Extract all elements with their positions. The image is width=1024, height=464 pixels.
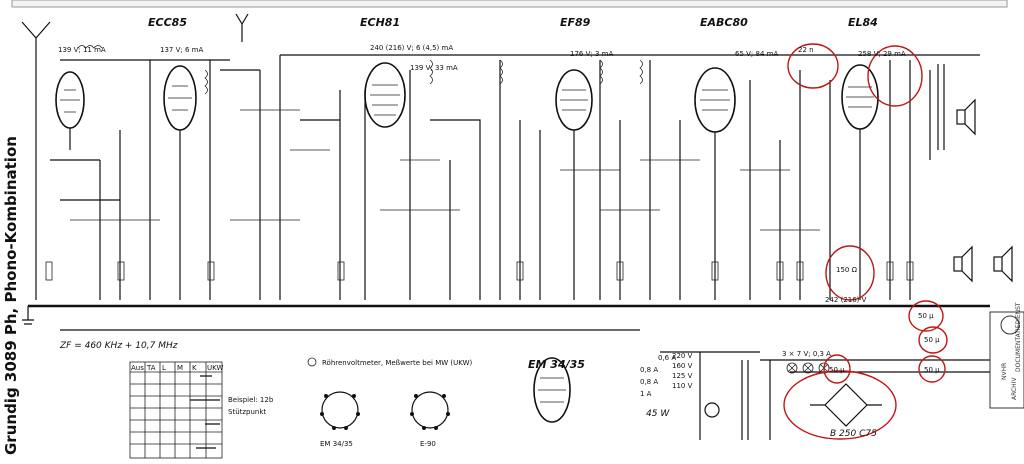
bridge-rectifier (810, 383, 882, 427)
voltage-label-6: 65 V; 84 mA (735, 50, 778, 58)
socket-label-e90: E-90 (420, 440, 436, 448)
speaker-upper (956, 98, 976, 136)
motor-symbol (704, 402, 720, 418)
fuse-1: 0,6 A (658, 354, 676, 362)
socket-e90 (410, 391, 450, 430)
switch-note-support: Stützpunkt (228, 408, 266, 416)
meter-symbol (307, 357, 317, 367)
speaker-right (993, 245, 1013, 283)
mains-110: 110 V (672, 382, 693, 390)
tube-label-em34: EM 34/35 (528, 358, 585, 371)
mains-125: 125 V (672, 372, 693, 380)
rectifier-label: B 250 C75 (830, 429, 877, 439)
socket-label-em34: EM 34/35 (320, 440, 353, 448)
power-label: 45 W (646, 409, 670, 419)
speaker-left (953, 245, 973, 283)
tube-ef89 (555, 69, 593, 131)
top-border (11, 0, 1008, 8)
voltage-label-3: 240 (216) V; 6 (4,5) mA (370, 44, 453, 52)
tube-ecc85-right (163, 65, 197, 131)
switch-header-l: L (162, 364, 166, 372)
if-note: ZF = 460 KHz + 10,7 MHz (59, 341, 178, 351)
ground-symbol (22, 306, 34, 325)
voltage-label-1: 139 V; 11 mA (58, 46, 106, 54)
wiring (35, 55, 931, 300)
annotation-50u-4: 50 µ (924, 366, 940, 374)
voltage-label-5: 176 V; 3 mA (570, 50, 613, 58)
tube-ecc85-left (55, 71, 85, 129)
antenna-symbol (21, 13, 249, 60)
annotation-22n: 22 n (798, 46, 814, 54)
side-title: Grundig 3089 Ph, Phono-Kombination (2, 136, 20, 455)
tube-el84 (841, 64, 879, 130)
tube-eabc80 (694, 67, 736, 133)
switch-table (129, 361, 223, 459)
fuse-2: 0,8 A (640, 366, 658, 374)
tube-label-eabc80: EABC80 (700, 16, 748, 29)
stamp-line-3: DOCUMENTATIEDIENST (1015, 302, 1022, 372)
fuse-3: 0,8 A (640, 378, 658, 386)
annotation-150ohm: 150 Ω (836, 266, 858, 274)
voltage-label-4: 139 V; 33 mA (410, 64, 458, 72)
switch-header-ukw: UKW (207, 364, 223, 372)
switch-note-example: Beispiel: 12b (228, 396, 274, 404)
mains-220: 220 V (672, 352, 693, 360)
annotation-50u-3: 50 µ (829, 366, 845, 374)
voltage-label-8: 242 (216) V (825, 296, 867, 304)
mains-160: 160 V (672, 362, 693, 370)
tube-em34 (533, 357, 571, 423)
switch-header-aus: Aus (131, 364, 144, 372)
switch-header-m: M (177, 364, 183, 372)
annotation-50u-1: 50 µ (918, 312, 934, 320)
tube-ech81 (364, 62, 406, 128)
switch-header-k: K (192, 364, 197, 372)
resistors (45, 261, 914, 281)
annotation-50u-2: 50 µ (924, 336, 940, 344)
voltage-label-7: 258 V; 29 mA (858, 50, 906, 58)
archive-stamp (989, 311, 1024, 409)
tube-label-ef89: EF89 (560, 16, 591, 29)
red-annotations (783, 43, 948, 440)
stamp-line-1: ARCHIV (1011, 377, 1018, 400)
socket-em34 (320, 391, 360, 430)
stamp-line-2: NVHR (1001, 363, 1008, 380)
power-transformer (660, 351, 990, 440)
bulbs-label: 3 × 7 V; 0,3 A (782, 350, 831, 358)
voltage-label-2: 137 V; 6 mA (160, 46, 203, 54)
tube-label-el84: EL84 (848, 16, 878, 29)
meter-note: Röhrenvoltmeter, Meßwerte bei MW (UKW) (322, 359, 473, 367)
switch-header-ta: TA (146, 364, 156, 372)
coils (77, 45, 945, 150)
tube-label-ech81: ECH81 (360, 16, 400, 29)
fuse-4: 1 A (640, 390, 652, 398)
tube-label-ecc85: ECC85 (148, 16, 187, 29)
